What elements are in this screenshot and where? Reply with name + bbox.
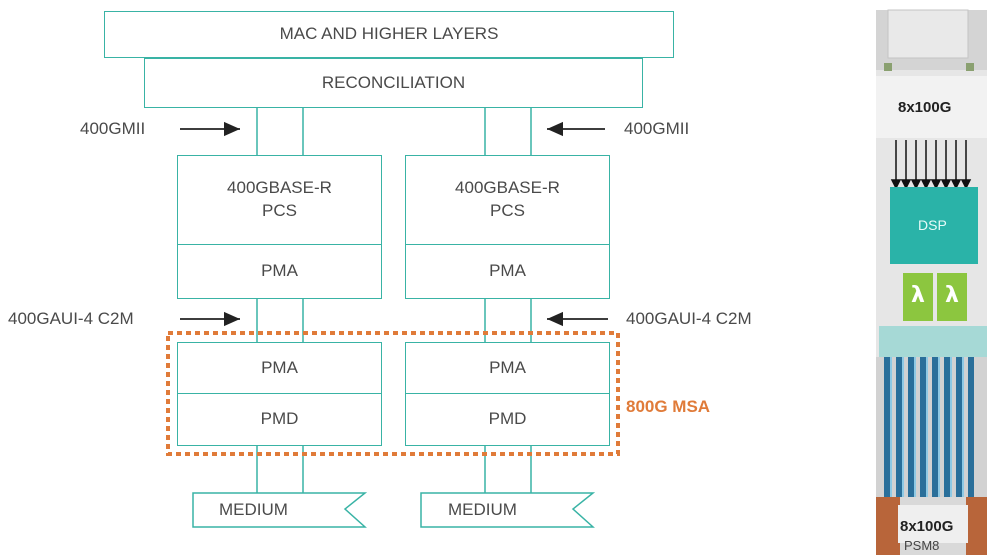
aui-right-label: 400GAUI-4 C2M [626,309,752,328]
module-bottom-label: 8x100G [900,518,954,535]
pmd-left-box: PMD [177,393,382,446]
pma-upper-right-box: PMA [405,244,610,299]
lambda-box-2 [937,273,967,321]
msa-label: 800G MSA [626,397,711,416]
dsp-label: DSP [918,217,947,233]
lambda-label-2: λ [945,283,959,308]
pma-lower-right-box: PMA [405,342,610,394]
gmii-right-label: 400GMII [624,119,690,138]
mac-layer-box: MAC AND HIGHER LAYERS [104,11,674,58]
lambda-label-1: λ [911,283,925,308]
dsp-block [890,187,978,264]
pcs-right-box: 400GBASE-R PCS [405,155,610,245]
aui-left-label: 400GAUI-4 C2M [8,309,134,328]
medium-right-shape [420,492,596,528]
medium-right-label: MEDIUM [448,500,517,519]
lambda-box-1 [903,273,933,321]
module-bottom-sublabel: PSM8 [904,538,940,553]
reconciliation-box: RECONCILIATION [144,58,643,108]
pcs-left-box: 400GBASE-R PCS [177,155,382,245]
msa-region [166,331,620,456]
pma-upper-left-box: PMA [177,244,382,299]
pmd-right-box: PMD [405,393,610,446]
gmii-left-label: 400GMII [80,119,146,138]
medium-left-shape [192,492,368,528]
module-top-label: 8x100G [898,99,952,116]
medium-left-label: MEDIUM [219,500,288,519]
